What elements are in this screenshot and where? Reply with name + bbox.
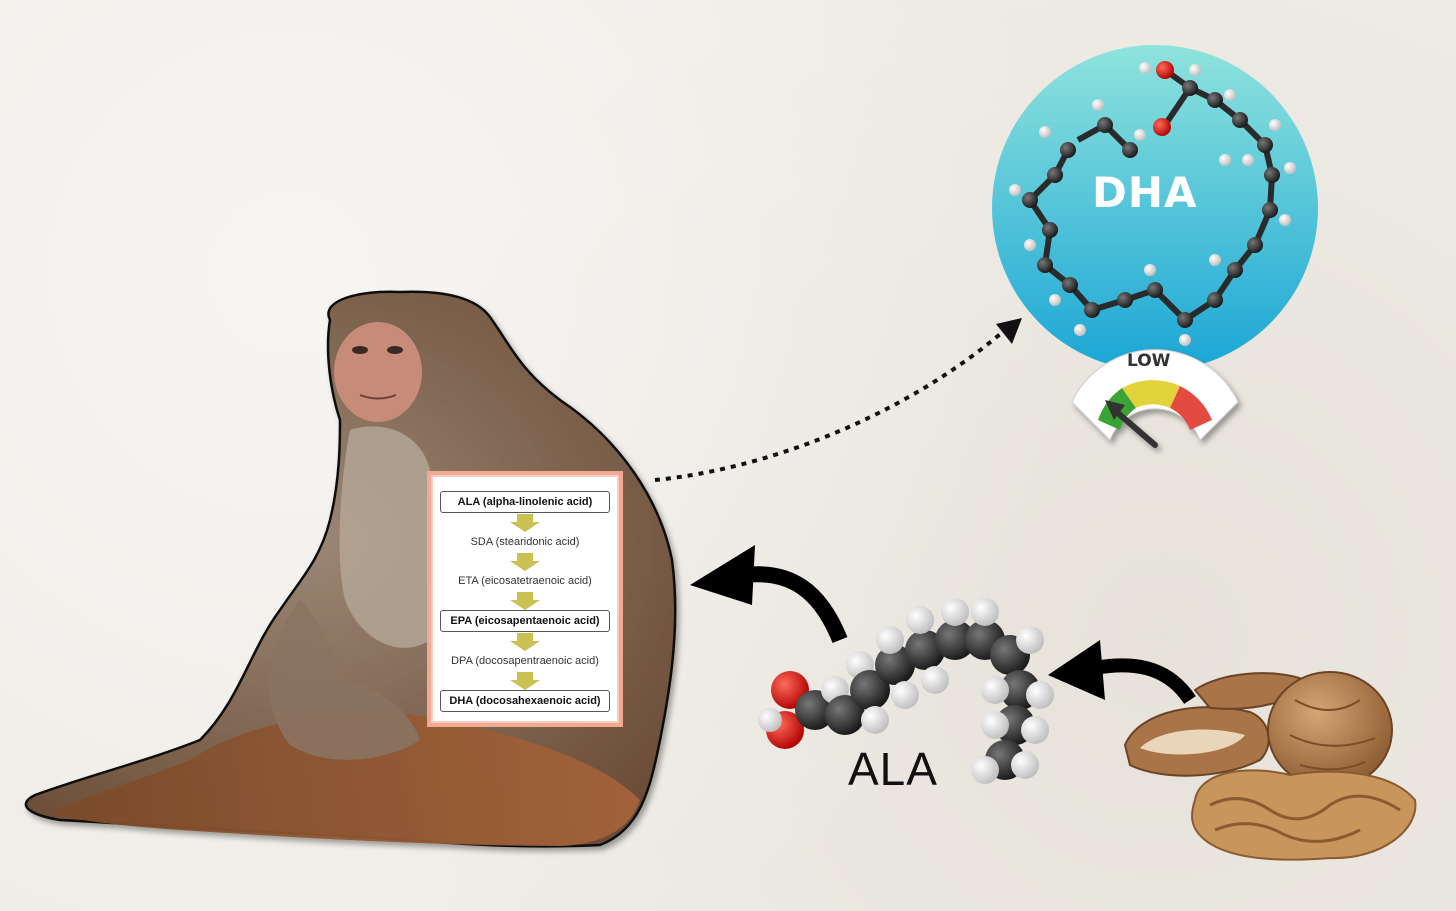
walnuts-illustration (1123, 671, 1417, 861)
pathway-step-eta: ETA (eicosatetraenoic acid) (458, 575, 592, 587)
pathway-step-dpa: DPA (docosapentraenoic acid) (451, 655, 599, 667)
gauge-low-label: LOW (1127, 351, 1171, 371)
dha-label: DHA (1092, 168, 1198, 217)
ala-label: ALA (848, 743, 938, 795)
pathway-step-dha: DHA (docosahexaenoic acid) (440, 690, 610, 712)
dha-badge (992, 45, 1318, 371)
ala-molecule (758, 598, 1054, 784)
low-gauge (1071, 349, 1239, 448)
dotted-arrow (654, 318, 1022, 482)
pathway-step-ala: ALA (alpha-linolenic acid) (440, 491, 610, 513)
pathway-step-sda: SDA (stearidonic acid) (470, 536, 580, 548)
pathway-step-epa: EPA (eicosapentaenoic acid) (440, 610, 610, 632)
curved-arrow-to-monkey (690, 545, 848, 644)
omega3-pathway-box: ALA (alpha-linolenic acid) SDA (stearido… (427, 471, 623, 727)
curved-arrow-to-ala (1048, 640, 1196, 705)
